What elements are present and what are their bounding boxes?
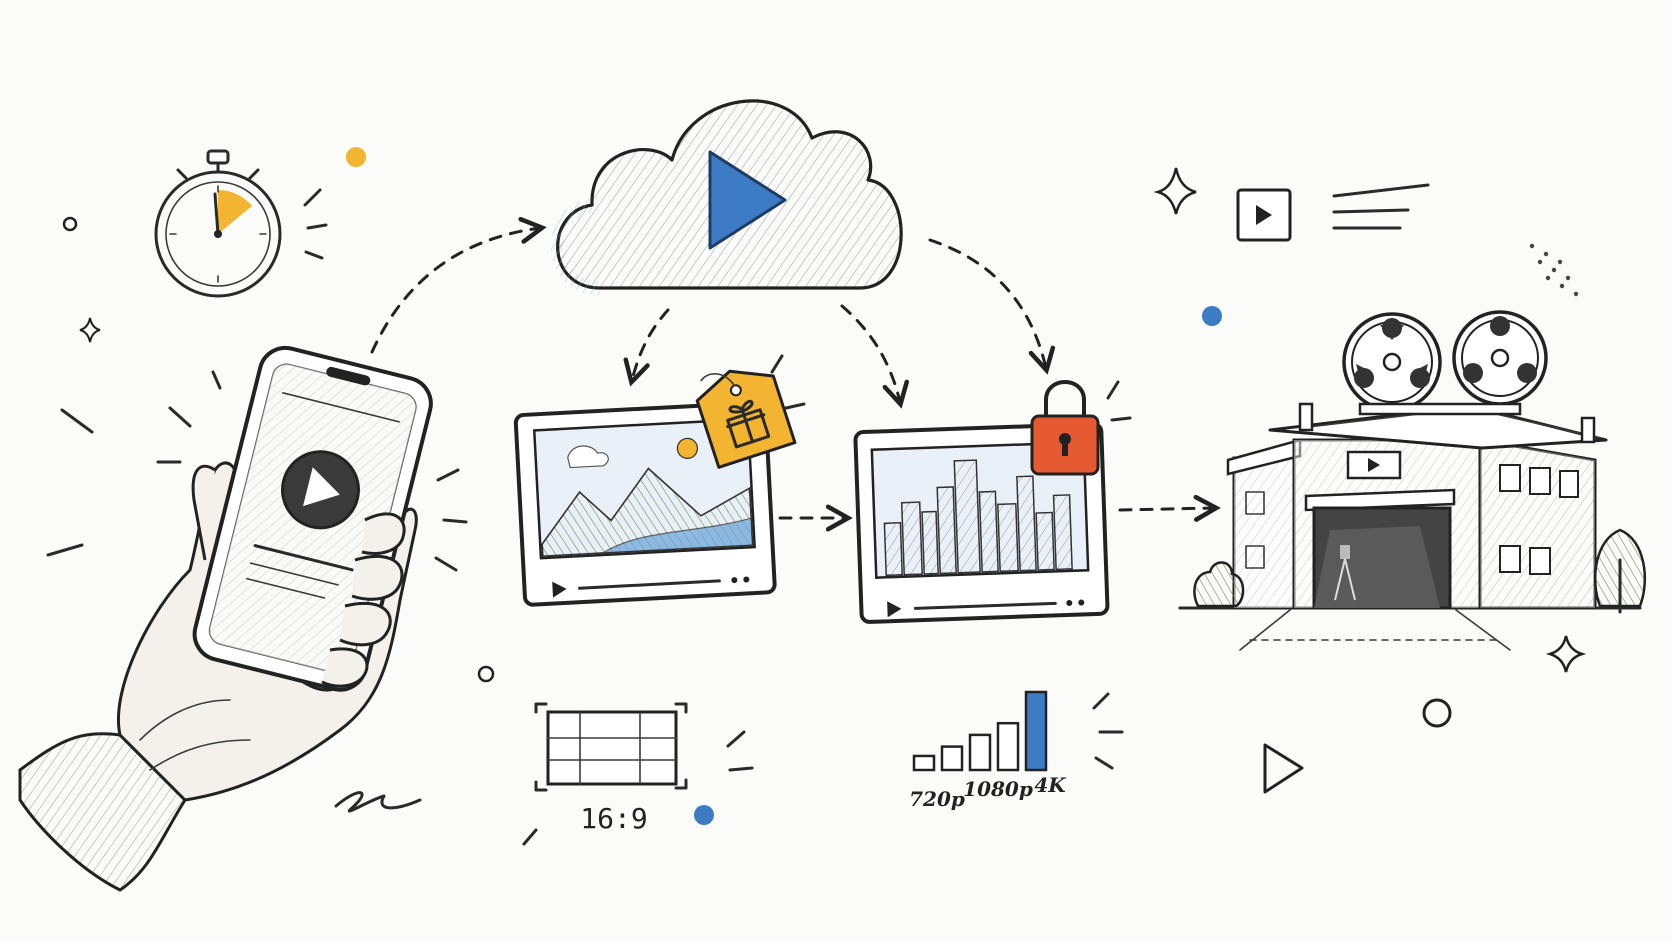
phone-motion-lines [46,370,468,572]
quality-labels: 720p 1080p 4K [909,773,1067,811]
phone-in-hand-icon [18,345,433,892]
quality-label-4k: 4K [1034,773,1067,797]
quality-bars-icon [912,690,1048,772]
stopwatch-elapsed-wedge [218,189,252,234]
film-reel-icon [1342,312,1442,412]
cloud-play-icon [550,99,903,295]
quality-motion-lines [1092,692,1124,770]
sparkle-icon [1153,167,1197,215]
aspect-ratio-label: 16:9 [580,802,647,835]
stopwatch-motion-lines [303,188,328,260]
aspect-frame-motion-lines [522,730,754,846]
quality-bar [1024,690,1048,772]
play-outline-icon [1263,743,1304,794]
quality-bar [940,745,964,772]
blue-dot [694,805,714,825]
decorations [62,147,1587,825]
flow-arrows [370,228,1214,518]
aspect-ratio-frame-icon: 16:9 [534,702,688,835]
film-reel-icon [1452,310,1548,406]
quality-bar [968,733,992,772]
gift-tag-motion-lines [770,354,806,410]
blue-dot [1202,306,1222,326]
squiggle [334,791,422,813]
yellow-dot [346,147,366,167]
padlock-icon [1030,380,1100,476]
sparkle-icon [79,317,101,343]
quality-label-1080p: 1080p [963,777,1033,801]
padlock-motion-lines [1106,380,1132,422]
play-card-icon [1236,183,1430,242]
sparkle-icon [1545,635,1587,673]
quality-bar [912,754,936,772]
quality-bar [996,721,1020,772]
film-studio-icon [1178,310,1647,651]
quality-label-720p: 720p [909,787,965,811]
video-card-landscape [513,400,777,607]
price-tag-gift-icon [695,369,797,469]
stopwatch-icon [154,149,282,298]
